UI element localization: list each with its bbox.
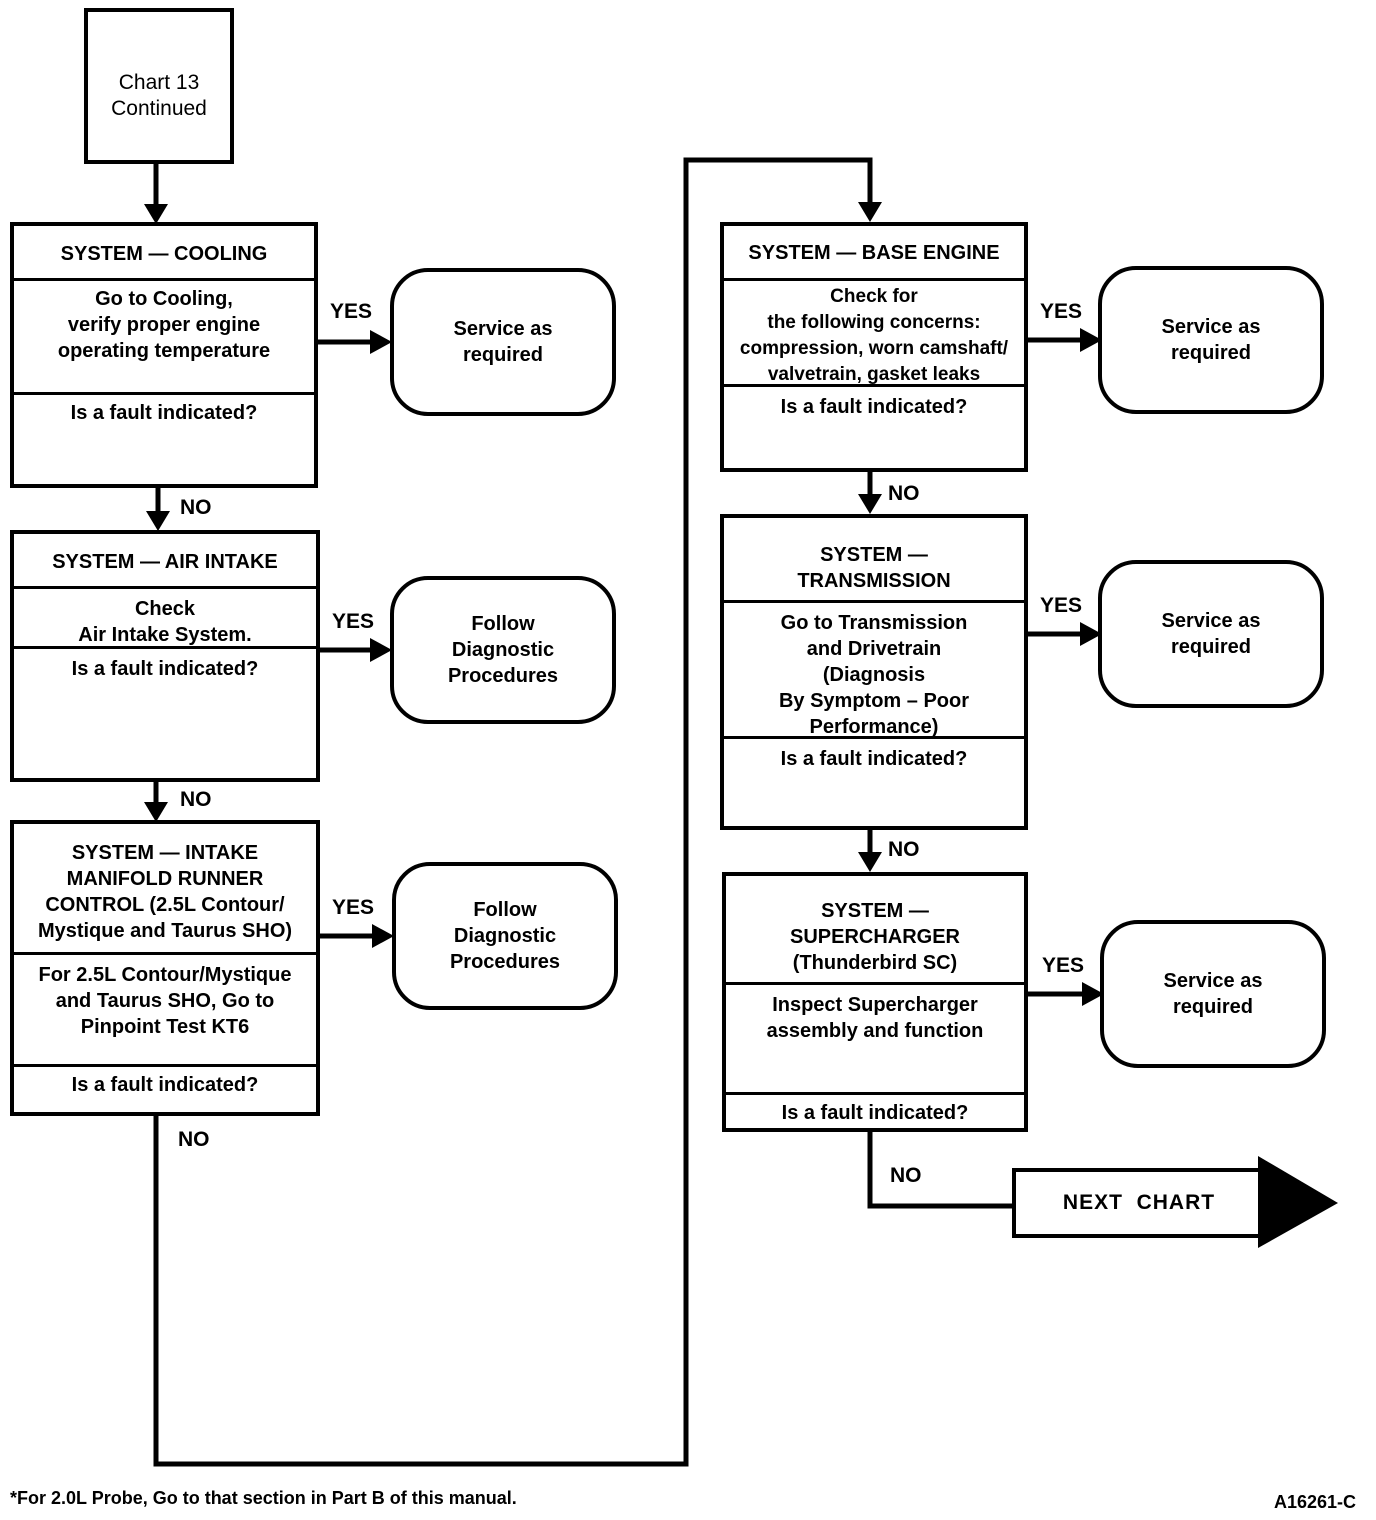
- arrowhead-yes-air: [370, 638, 392, 662]
- arrowhead-air-imrc: [144, 802, 168, 822]
- yes-label: YES: [1042, 954, 1085, 977]
- system-supercharger-title: SYSTEM — SUPERCHARGER (Thunderbird SC): [789, 900, 961, 974]
- no-label: NO: [888, 838, 920, 861]
- result-supercharger-text: Service as required: [1163, 970, 1263, 1018]
- divider: [14, 586, 316, 589]
- footnote: *For 2.0L Probe, Go to that section in P…: [10, 1488, 517, 1508]
- system-imrc-action: For 2.5L Contour/Mystique and Taurus SHO…: [38, 964, 292, 1038]
- system-supercharger-action: Inspect Supercharger assembly and functi…: [766, 994, 984, 1042]
- system-transmission-box: SYSTEM — TRANSMISSION Go to Transmission…: [720, 514, 1028, 830]
- arrowhead-yes-imrc: [372, 924, 394, 948]
- divider: [726, 1092, 1024, 1095]
- result-cooling-text: Service as required: [453, 318, 553, 366]
- arrowhead-start-cooling: [144, 204, 168, 224]
- system-imrc-title: SYSTEM — INTAKE MANIFOLD RUNNER CONTROL …: [37, 842, 293, 942]
- arrowhead-yes-cooling: [370, 330, 392, 354]
- divider: [724, 384, 1024, 387]
- system-base-engine-box: SYSTEM — BASE ENGINE Check for the follo…: [720, 222, 1028, 472]
- yes-label: YES: [332, 896, 375, 919]
- system-imrc-question: Is a fault indicated?: [71, 1074, 259, 1096]
- result-imrc: Follow Diagnostic Procedures: [392, 862, 618, 1010]
- system-cooling-box: SYSTEM — COOLING Go to Cooling, verify p…: [10, 222, 318, 488]
- system-base-engine-action: Check for the following concerns: compre…: [739, 286, 1009, 385]
- result-air-intake-text: Follow Diagnostic Procedures: [447, 613, 559, 687]
- system-imrc-box: SYSTEM — INTAKE MANIFOLD RUNNER CONTROL …: [10, 820, 320, 1116]
- system-cooling-action: Go to Cooling, verify proper engine oper…: [57, 288, 271, 362]
- connector-imrc-base-engine: [153, 157, 873, 1467]
- yes-label: YES: [330, 300, 373, 323]
- divider: [724, 600, 1024, 603]
- arrowhead-yes-trans: [1080, 622, 1102, 646]
- system-transmission-question: Is a fault indicated?: [780, 748, 968, 770]
- arrowhead-base-trans: [858, 494, 882, 514]
- no-label: NO: [890, 1164, 922, 1187]
- system-base-engine-title: SYSTEM — BASE ENGINE: [748, 242, 1000, 264]
- start-box: Chart 13 Continued: [84, 8, 234, 164]
- result-supercharger: Service as required: [1100, 920, 1326, 1068]
- divider: [14, 646, 316, 649]
- arrowhead-yes-base: [1080, 328, 1102, 352]
- system-air-intake-box: SYSTEM — AIR INTAKE Check Air Intake Sys…: [10, 530, 320, 782]
- no-label: NO: [180, 496, 212, 519]
- yes-label: YES: [1040, 594, 1083, 617]
- next-chart-arrow-icon: [1258, 1156, 1338, 1248]
- figure-id: A16261-C: [1273, 1492, 1356, 1512]
- system-air-intake-title: SYSTEM — AIR INTAKE: [52, 551, 278, 573]
- result-air-intake: Follow Diagnostic Procedures: [390, 576, 616, 724]
- system-air-intake-question: Is a fault indicated?: [71, 658, 259, 680]
- next-chart-label: NEXT CHART: [1062, 1191, 1216, 1214]
- system-cooling-title: SYSTEM — COOLING: [60, 242, 268, 265]
- system-air-intake-action: Check Air Intake System.: [78, 598, 252, 646]
- system-cooling-question: Is a fault indicated?: [70, 402, 258, 424]
- connector-super-next: [867, 1130, 1014, 1209]
- divider: [726, 982, 1024, 985]
- system-supercharger-question: Is a fault indicated?: [781, 1102, 969, 1124]
- arrowhead-cooling-air: [146, 511, 170, 531]
- result-base-engine: Service as required: [1098, 266, 1324, 414]
- yes-label: YES: [332, 610, 375, 633]
- arrowhead-yes-super: [1082, 982, 1104, 1006]
- arrowhead-to-base-engine: [858, 202, 882, 222]
- result-base-engine-text: Service as required: [1161, 316, 1261, 364]
- no-label: NO: [178, 1128, 210, 1151]
- system-supercharger-box: SYSTEM — SUPERCHARGER (Thunderbird SC) I…: [722, 872, 1028, 1132]
- divider: [724, 278, 1024, 281]
- divider: [14, 1064, 316, 1067]
- start-line-1: Chart 13: [118, 71, 200, 94]
- yes-label: YES: [1040, 300, 1083, 323]
- start-label: Chart 13 Continued: [88, 68, 230, 122]
- divider: [14, 278, 314, 281]
- system-transmission-action: Go to Transmission and Drivetrain (Diagn…: [778, 612, 970, 738]
- no-label: NO: [888, 482, 920, 505]
- system-transmission-title: SYSTEM — TRANSMISSION: [797, 544, 951, 592]
- result-transmission-text: Service as required: [1161, 610, 1261, 658]
- result-imrc-text: Follow Diagnostic Procedures: [449, 899, 561, 973]
- system-base-engine-question: Is a fault indicated?: [780, 396, 968, 418]
- result-cooling: Service as required: [390, 268, 616, 416]
- start-line-2: Continued: [111, 97, 207, 120]
- next-chart-box: NEXT CHART: [1012, 1168, 1262, 1238]
- result-transmission: Service as required: [1098, 560, 1324, 708]
- divider: [724, 736, 1024, 739]
- no-label: NO: [180, 788, 212, 811]
- divider: [14, 952, 316, 955]
- divider: [14, 392, 314, 395]
- arrowhead-trans-super: [858, 852, 882, 872]
